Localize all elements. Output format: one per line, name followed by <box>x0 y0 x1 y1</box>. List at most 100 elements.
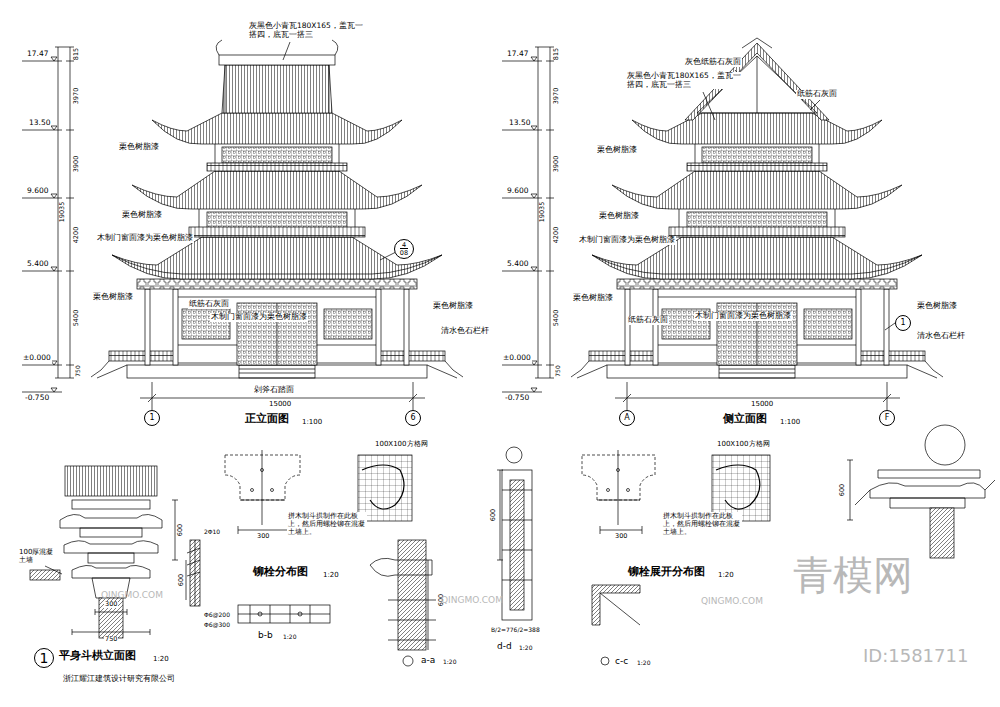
rebar-note: Φ6@300 <box>203 622 231 629</box>
dimension-text: B/2=776/2=388 <box>490 627 541 634</box>
dimension-text: 3970 <box>73 87 80 106</box>
watermark: ID:1581711 <box>862 646 969 667</box>
watermark: QINGMO.COM <box>100 590 164 600</box>
material-note: 灰黑色小青瓦180X165，盖瓦一搭四，底瓦一搭三 <box>626 72 746 89</box>
material-note: 木制门窗面漆为栗色树脂漆 <box>694 312 792 321</box>
callout-circle: 1 <box>34 648 54 668</box>
material-note: 纸筋石灰面 <box>627 316 669 325</box>
drawing-title: 侧立面图 <box>722 413 768 426</box>
scale-text: 1:20 <box>282 634 297 641</box>
dimension-text: 300 <box>104 601 118 608</box>
dimension-text: 15000 <box>268 400 292 408</box>
callout-number: 08 <box>400 248 408 257</box>
elevation-mark: 13.50 <box>28 119 51 128</box>
scale-text: 1:20 <box>442 659 457 666</box>
grid-note: 100X100方格网 <box>374 440 429 448</box>
section-title: b-b <box>257 630 274 640</box>
material-note: 灰黑色小青瓦180X165，盖瓦一搭四，底瓦一搭三 <box>248 22 368 39</box>
construction-note: 拼木制斗拱制作在此板上，然后用螺栓铆在混凝土墙上。 <box>662 512 742 536</box>
material-note: 清水色石栏杆 <box>440 327 490 336</box>
callout-circle: 408 <box>394 239 414 259</box>
elevation-mark: 9.600 <box>26 187 49 196</box>
dimension-text: 600 <box>177 523 184 537</box>
material-note: 栗色树脂漆 <box>572 294 614 303</box>
dimension-text: 3970 <box>553 87 560 106</box>
material-note: 纸筋石灰面 <box>188 300 230 309</box>
material-note: 栗色树脂漆 <box>596 146 638 155</box>
drawing-title: 铆栓分布图 <box>252 566 309 579</box>
material-note: 栗色树脂漆 <box>598 212 640 221</box>
elevation-mark: ±0.000 <box>22 354 52 363</box>
dimension-text: 300 <box>614 533 628 540</box>
scale-text: 1:20 <box>636 660 651 667</box>
dimension-text: 3900 <box>73 155 80 174</box>
dimension-text: 4200 <box>553 226 560 245</box>
watermark: 青模网 <box>792 552 914 598</box>
scale-text: 1:100 <box>779 418 801 426</box>
elevation-mark: 5.400 <box>506 260 529 269</box>
scale-text: 1:20 <box>717 571 735 579</box>
dimension-text: 815 <box>553 47 560 61</box>
elevation-mark: 9.600 <box>506 187 529 196</box>
elevation-mark: 5.400 <box>26 260 49 269</box>
callout-number: 1 <box>900 319 905 327</box>
scale-text: 1:20 <box>152 655 170 663</box>
callout-circle: 1 <box>144 410 160 426</box>
dimension-text: 750 <box>75 364 82 377</box>
material-note: 栗色树脂漆 <box>118 143 160 152</box>
material-note: 栗色树脂漆 <box>432 302 474 311</box>
dimension-text: 3900 <box>553 155 560 174</box>
company-name: 浙江耀江建筑设计研究有限公司 <box>62 674 176 683</box>
scale-text: 1:20 <box>322 571 340 579</box>
callout-number: 1 <box>149 414 154 422</box>
material-note: 纸筋石灰面 <box>796 90 838 99</box>
elevation-mark: 17.47 <box>506 50 529 59</box>
dimension-text: 600 <box>178 573 185 587</box>
material-note: 栗色树脂漆 <box>916 302 958 311</box>
construction-note: 拼木制斗拱制作在此板上，然后用螺栓铆在混凝土墙上。 <box>287 512 367 536</box>
callout-number: A <box>624 414 629 422</box>
material-note: 剁斧石踏面 <box>253 386 295 395</box>
callout-circle: A <box>619 410 635 426</box>
elevation-mark: -0.750 <box>504 394 530 403</box>
dimension-text: 19035 <box>59 201 66 224</box>
drawing-title: 平身斗栱立面图 <box>58 650 137 663</box>
elevation-mark: -0.750 <box>24 394 50 403</box>
callout-number: F <box>885 414 890 422</box>
material-note: 木制门窗面漆为栗色树脂漆 <box>96 234 194 243</box>
watermark: QINGMO.COM <box>700 596 764 606</box>
elevation-mark: 17.47 <box>26 50 49 59</box>
material-note: 木制门窗面漆为栗色树脂漆 <box>210 313 308 322</box>
material-note: 栗色树脂漆 <box>121 211 163 220</box>
rebar-note: Φ6@200 <box>203 612 231 619</box>
material-note: 100厚混凝土墙 <box>18 548 60 564</box>
dimension-text: 5400 <box>73 309 80 328</box>
material-note: 木制门窗面漆为栗色树脂漆 <box>578 236 676 245</box>
drawing-title: 正立面图 <box>244 413 290 426</box>
callout-circle: 1 <box>895 315 911 331</box>
dimension-text: 300 <box>256 533 270 540</box>
watermark: QINGMO.COM <box>440 595 504 605</box>
dimension-text: 15000 <box>750 400 774 408</box>
dimension-text: 4200 <box>73 226 80 245</box>
dimension-text: 750 <box>104 636 118 643</box>
elevation-mark: 13.50 <box>508 119 531 128</box>
grid-note: 100X100方格网 <box>716 440 771 448</box>
dimension-text: 600 <box>490 508 497 522</box>
rebar-note: 2Φ10 <box>203 529 221 536</box>
section-title: c-c <box>614 656 629 666</box>
material-note: 栗色树脂漆 <box>92 293 134 302</box>
section-title: a-a <box>420 655 436 665</box>
dimension-text: 19035 <box>539 201 546 224</box>
callout-circle: 6 <box>405 410 421 426</box>
dimension-text: 5400 <box>553 309 560 328</box>
drawing-title: 铆栓展开分布图 <box>627 566 706 579</box>
material-note: 清水色石栏杆 <box>916 332 966 341</box>
callout-number: 1 <box>40 651 49 665</box>
dimension-text: 750 <box>555 364 562 377</box>
callout-number: 6 <box>410 414 415 422</box>
dimension-text: 815 <box>73 47 80 61</box>
section-title: d-d <box>496 641 513 651</box>
elevation-mark: ±0.000 <box>502 354 532 363</box>
dimension-text: 600 <box>839 483 846 497</box>
